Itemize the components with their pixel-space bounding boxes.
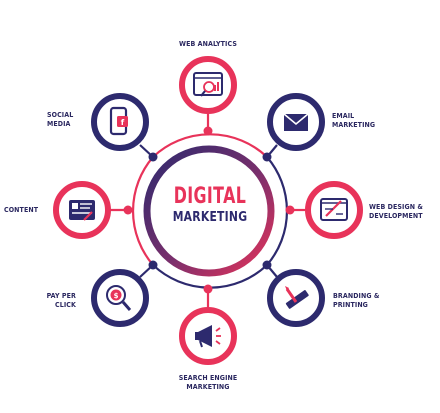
label-content: CONTENT bbox=[4, 206, 39, 214]
node-social-media: f bbox=[91, 93, 149, 151]
label-search-engine-marketing: SEARCH ENGINE MARKETING bbox=[178, 374, 238, 391]
node-content bbox=[53, 181, 111, 239]
social-media-icon: f bbox=[109, 106, 128, 136]
analytics-icon bbox=[193, 72, 223, 97]
megaphone-icon bbox=[195, 325, 221, 348]
node-web-analytics bbox=[179, 56, 237, 114]
label-branding-printing: BRANDING & PRINTING bbox=[333, 292, 380, 309]
connector-dots bbox=[123, 126, 295, 294]
svg-text:f: f bbox=[121, 118, 125, 127]
node-search-engine-marketing bbox=[179, 307, 237, 365]
node-web-design bbox=[305, 181, 363, 239]
pay-per-click-icon: $ bbox=[106, 285, 132, 311]
center-title-line1: DIGITAL bbox=[173, 184, 247, 209]
center-title-line2: MARKETING bbox=[172, 209, 248, 225]
label-social-media: SOCIAL MEDIA bbox=[47, 111, 74, 128]
label-email-marketing: EMAIL MARKETING bbox=[332, 112, 376, 129]
svg-text:$: $ bbox=[114, 292, 119, 300]
center-hub bbox=[143, 145, 275, 277]
center-title: DIGITAL MARKETING bbox=[150, 186, 270, 226]
label-pay-per-click: PAY PER CLICK bbox=[46, 292, 76, 309]
label-web-analytics: WEB ANALYTICS bbox=[179, 40, 237, 48]
node-email-marketing bbox=[267, 93, 325, 151]
content-icon bbox=[69, 200, 95, 221]
web-design-icon bbox=[320, 198, 348, 221]
node-pay-per-click: $ bbox=[91, 269, 149, 327]
label-web-design: WEB DESIGN & DEVELOPMENT bbox=[369, 203, 423, 220]
node-branding-printing bbox=[267, 269, 325, 327]
branding-icon bbox=[285, 286, 309, 309]
email-icon bbox=[283, 113, 309, 131]
